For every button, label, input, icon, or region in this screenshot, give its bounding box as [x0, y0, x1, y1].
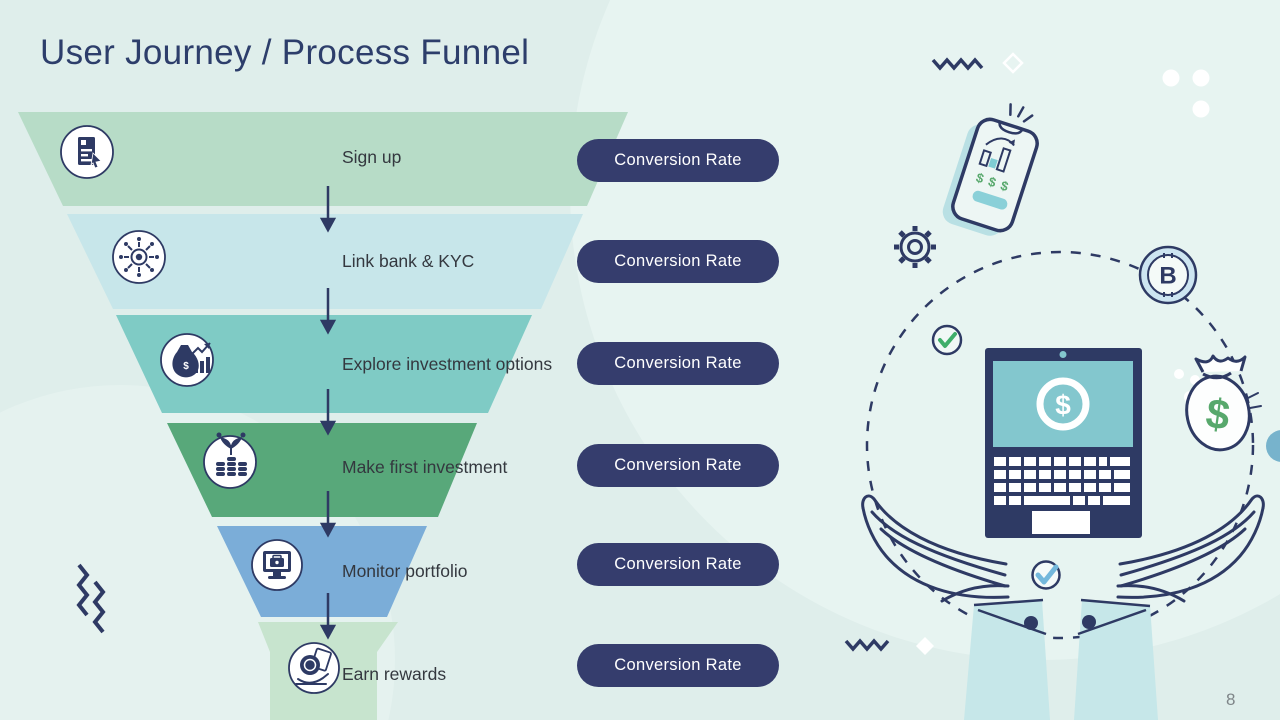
teal-dot — [1266, 430, 1280, 462]
funnel-diagram: $ — [18, 112, 628, 720]
conversion-rate-button-1[interactable]: Conversion Rate — [577, 139, 779, 182]
reward-coin-hand-icon — [288, 642, 340, 694]
conversion-rate-button-2[interactable]: Conversion Rate — [577, 240, 779, 283]
stage-label-explore: Explore investment options — [342, 354, 553, 374]
stage-label-monitor: Monitor portfolio — [342, 561, 468, 581]
conversion-rate-button-4[interactable]: Conversion Rate — [577, 444, 779, 487]
laptop-keyboard — [994, 457, 1130, 534]
gear-icon — [894, 226, 936, 268]
zigzag-icon — [931, 57, 984, 71]
stage-label-invest: Make first investment — [342, 457, 508, 477]
funnel-stage-shape-1 — [18, 112, 628, 206]
dots-cluster — [1162, 69, 1210, 118]
check-green-icon — [931, 324, 963, 356]
moneybag-chart-icon: $ — [160, 333, 214, 387]
smartphone-chart-icon: $ $ $ — [942, 103, 1039, 236]
conversion-rate-button-5[interactable]: Conversion Rate — [577, 543, 779, 586]
laptop-dollar-icon: $ — [985, 348, 1142, 538]
diamond-icon — [1002, 52, 1024, 74]
page-number: 8 — [1226, 690, 1236, 709]
svg-text:B: B — [1159, 263, 1176, 290]
funnel-flow-arrows — [319, 186, 337, 640]
zigzag-icon — [76, 563, 106, 634]
page-title: User Journey / Process Funnel — [40, 33, 530, 72]
conversion-rate-button-3[interactable]: Conversion Rate — [577, 342, 779, 385]
funnel-stage-shape-3 — [116, 315, 532, 413]
svg-text:$: $ — [1055, 390, 1071, 421]
svg-text:$: $ — [183, 361, 189, 372]
network-coin-icon — [112, 230, 166, 284]
check-blue-icon — [1031, 560, 1061, 590]
diamond-icon — [916, 637, 934, 655]
sleeves — [964, 598, 1158, 720]
conversion-rate-button-6[interactable]: Conversion Rate — [577, 644, 779, 687]
left-hand-icon — [861, 494, 1010, 603]
coins-sprout-icon — [203, 432, 257, 489]
zigzag-icon — [844, 638, 890, 652]
stage-label-sign-up: Sign up — [342, 147, 402, 167]
funnel-stage-shape-2 — [67, 214, 583, 309]
monitor-briefcase-icon — [251, 539, 303, 591]
signup-form-icon — [60, 125, 114, 179]
bitcoin-icon: B — [1138, 245, 1198, 305]
stage-label-rewards: Earn rewards — [342, 664, 447, 684]
stage-label-link-bank: Link bank & KYC — [342, 251, 475, 271]
money-bag-icon: $ — [1185, 354, 1262, 452]
right-hand-icon — [1116, 494, 1265, 603]
dashed-circle — [865, 250, 1255, 640]
